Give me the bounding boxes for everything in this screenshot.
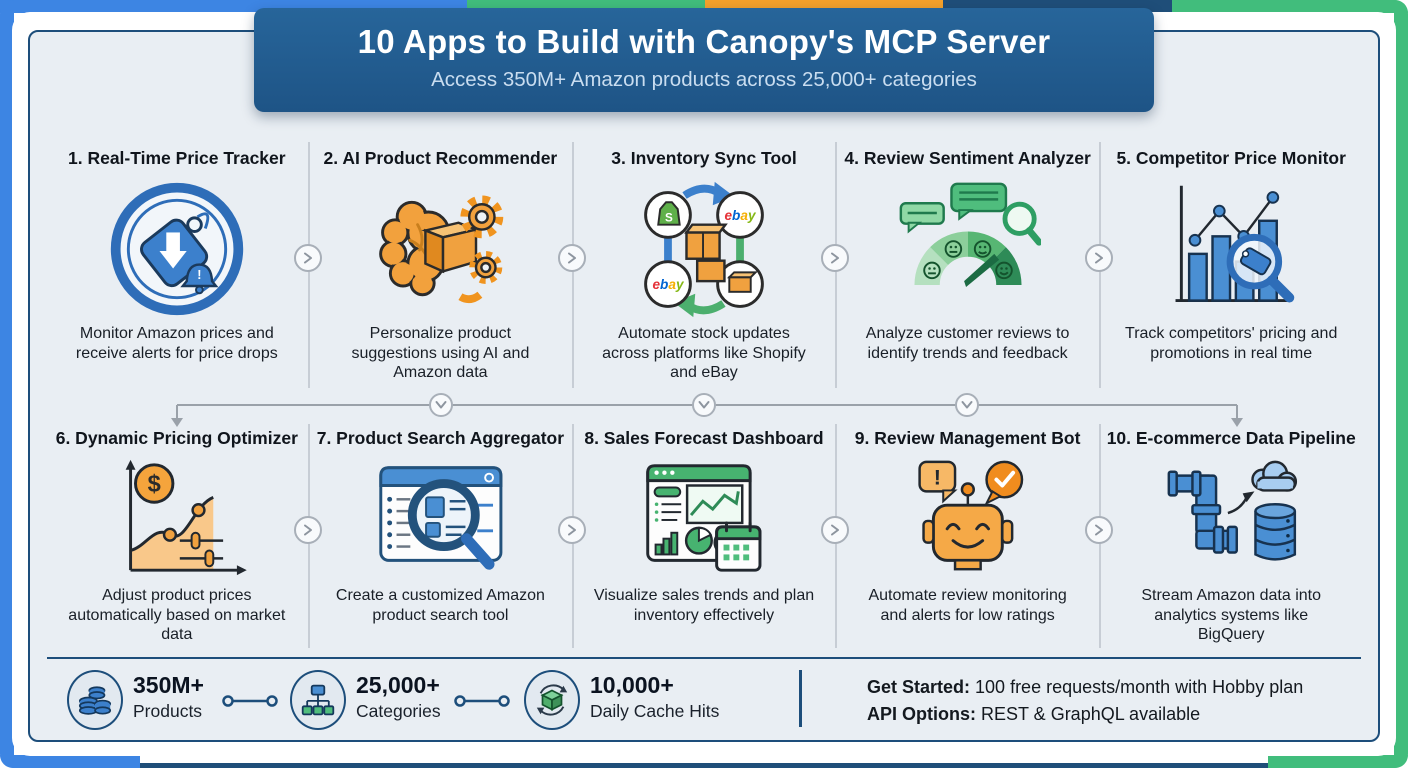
card-description: Create a customized Amazon product searc… — [335, 587, 545, 624]
card-competitor-price-monitor: 5. Competitor Price Monitor — [1099, 140, 1363, 390]
row-connector — [171, 393, 1243, 427]
stat-label: Products — [133, 701, 203, 721]
api-options-text: REST & GraphQL available — [976, 704, 1201, 724]
card-description: Adjust product prices automatically base… — [68, 587, 286, 644]
card-description: Analyze customer reviews to identify tre… — [865, 325, 1070, 362]
sentiment-gauge-icon — [899, 182, 1041, 287]
card-description: Visualize sales trends and plan inventor… — [593, 587, 815, 624]
api-options-label: API Options: — [867, 704, 976, 724]
svg-text:ebay: ebay — [724, 208, 756, 223]
chevron-right-icon — [1085, 516, 1113, 544]
card-real-time-price-tracker: 1. Real-Time Price Tracker ! Monitor Ama… — [45, 140, 309, 390]
stat-value: 25,000+ — [356, 672, 440, 698]
card-title: 10. E-commerce Data Pipeline — [1106, 428, 1356, 448]
platform-sync-icon: S ebay ebay — [644, 181, 764, 318]
left-band-blue — [0, 0, 14, 768]
main-panel — [28, 30, 1380, 742]
card-title: 7. Product Search Aggregator — [316, 428, 565, 448]
card-title: 8. Sales Forecast Dashboard — [584, 428, 824, 448]
card-review-sentiment-analyzer: 4. Review Sentiment Analyzer — [836, 140, 1100, 390]
stat-connector — [454, 695, 510, 707]
card-inventory-sync-tool: 3. Inventory Sync Tool S ebay ebay — [572, 140, 836, 390]
card-review-management-bot: 9. Review Management Bot ! Automate revi… — [836, 420, 1100, 650]
svg-text:ebay: ebay — [652, 277, 684, 292]
stat-label: Categories — [356, 701, 441, 721]
stat-value: 350M+ — [133, 672, 204, 698]
svg-text:!: ! — [933, 465, 940, 490]
pipeline-cloud-db-icon — [1167, 460, 1298, 561]
price-tag-alert-icon: ! — [110, 182, 243, 316]
page-title: 10 Apps to Build with Canopy's MCP Serve… — [357, 23, 1051, 60]
chevron-right-icon — [294, 516, 322, 544]
cards-row-1: 1. Real-Time Price Tracker ! Monitor Ama… — [45, 140, 1363, 390]
brain-gears-icon — [379, 195, 504, 304]
robot-alerts-icon: ! — [918, 460, 1023, 571]
stats-separator — [47, 657, 1361, 659]
dashboard-calendar-icon — [646, 464, 762, 572]
card-description: Personalize product suggestions using AI… — [351, 325, 530, 382]
stat-label: Daily Cache Hits — [590, 701, 720, 721]
card-title: 3. Inventory Sync Tool — [611, 148, 797, 168]
chevron-right-icon — [558, 244, 586, 272]
chevron-right-icon — [294, 244, 322, 272]
card-description: Stream Amazon data into analytics system… — [1141, 587, 1322, 644]
top-band-green-2 — [1172, 0, 1408, 13]
price-curve-icon: $ — [125, 459, 247, 576]
chevron-right-icon — [821, 244, 849, 272]
card-title: 1. Real-Time Price Tracker — [68, 148, 286, 168]
bottom-band-blue — [0, 755, 140, 768]
get-started-line: Get Started: 100 free requests/month wit… — [867, 674, 1303, 701]
stat-cache-hits: 10,000+ Daily Cache Hits — [590, 672, 719, 722]
get-started-text: 100 free requests/month with Hobby plan — [970, 677, 1304, 697]
card-dynamic-pricing-optimizer: 6. Dynamic Pricing Optimizer $ Adjust pr… — [45, 420, 309, 650]
cache-cube-icon — [524, 670, 580, 730]
footer-info: Get Started: 100 free requests/month wit… — [867, 674, 1303, 728]
card-sales-forecast-dashboard: 8. Sales Forecast Dashboard — [572, 420, 836, 650]
card-description: Automate review monitoring and alerts fo… — [868, 587, 1067, 624]
stat-connector — [222, 695, 278, 707]
footer-divider — [799, 670, 802, 727]
title-banner: 10 Apps to Build with Canopy's MCP Serve… — [254, 8, 1154, 112]
stat-value: 10,000+ — [590, 672, 674, 698]
stat-products: 350M+ Products — [133, 672, 204, 722]
search-browser-icon — [378, 466, 502, 570]
card-ai-product-recommender: 2. AI Product Recommender — [309, 140, 573, 390]
card-title: 4. Review Sentiment Analyzer — [844, 148, 1091, 168]
api-options-line: API Options: REST & GraphQL available — [867, 701, 1303, 728]
chevron-right-icon — [1085, 244, 1113, 272]
get-started-label: Get Started: — [867, 677, 971, 697]
card-title: 2. AI Product Recommender — [323, 148, 558, 168]
card-ecommerce-data-pipeline: 10. E-commerce Data Pipeline — [1099, 420, 1363, 650]
card-description: Monitor Amazon prices and receive alerts… — [75, 325, 278, 362]
bottom-band-navy — [140, 763, 1268, 768]
svg-text:!: ! — [197, 268, 201, 282]
category-tree-icon — [290, 670, 346, 730]
chevron-right-icon — [821, 516, 849, 544]
card-description: Automate stock updates across platforms … — [602, 325, 806, 382]
bottom-band-green — [1268, 755, 1408, 768]
chart-magnifier-icon — [1175, 185, 1295, 303]
stat-categories: 25,000+ Categories — [356, 672, 441, 722]
right-band-green — [1394, 0, 1408, 768]
svg-text:$: $ — [148, 471, 161, 497]
card-title: 6. Dynamic Pricing Optimizer — [55, 428, 298, 448]
chevron-right-icon — [558, 516, 586, 544]
card-description: Track competitors' pricing and promotion… — [1125, 325, 1338, 362]
svg-text:S: S — [665, 212, 673, 225]
coins-stack-icon — [67, 670, 123, 730]
card-title: 9. Review Management Bot — [854, 428, 1081, 448]
card-product-search-aggregator: 7. Product Search Aggregator Create a cu… — [309, 420, 573, 650]
cards-row-2: 6. Dynamic Pricing Optimizer $ Adjust pr… — [45, 420, 1363, 650]
page-subtitle: Access 350M+ Amazon products across 25,0… — [431, 68, 977, 91]
card-title: 5. Competitor Price Monitor — [1116, 148, 1346, 168]
